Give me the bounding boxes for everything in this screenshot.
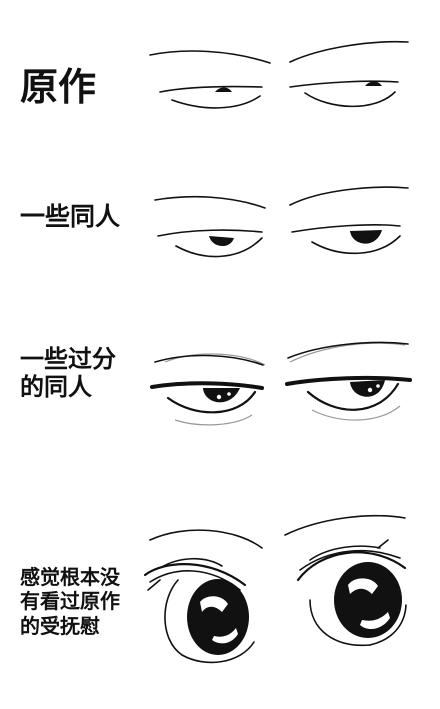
right-eye-original bbox=[289, 40, 409, 108]
label-original: 原作 bbox=[20, 65, 97, 110]
eyes-some-fanworks bbox=[154, 186, 409, 258]
left-eye-excessive bbox=[150, 353, 266, 426]
eyes-excessive-fanworks bbox=[150, 341, 412, 426]
label-line: 的受抚慰 bbox=[20, 613, 100, 638]
label-line: 感觉根本没 bbox=[20, 565, 120, 589]
label-line: 的同人 bbox=[20, 372, 92, 401]
label-excessive-fanworks: 一些过分 的同人 bbox=[20, 345, 116, 401]
right-eye-exaggerated bbox=[284, 514, 407, 647]
label-some-fanworks: 一些同人 bbox=[20, 202, 121, 232]
label-never-watched: 感觉根本没 有看过原作 的受抚慰 bbox=[20, 565, 120, 638]
label-line: 有看过原作 bbox=[20, 589, 120, 614]
left-eye-original bbox=[149, 50, 271, 109]
eyes-original bbox=[149, 40, 409, 109]
left-eye-fanwork bbox=[154, 195, 266, 258]
label-line: 原作 bbox=[20, 65, 97, 109]
eyes-never-watched bbox=[143, 514, 407, 664]
label-line: 一些同人 bbox=[20, 202, 121, 231]
left-eye-exaggerated bbox=[143, 529, 263, 664]
right-eye-excessive bbox=[285, 341, 412, 421]
right-eye-fanwork bbox=[289, 186, 409, 255]
label-line: 一些过分 bbox=[20, 345, 116, 373]
